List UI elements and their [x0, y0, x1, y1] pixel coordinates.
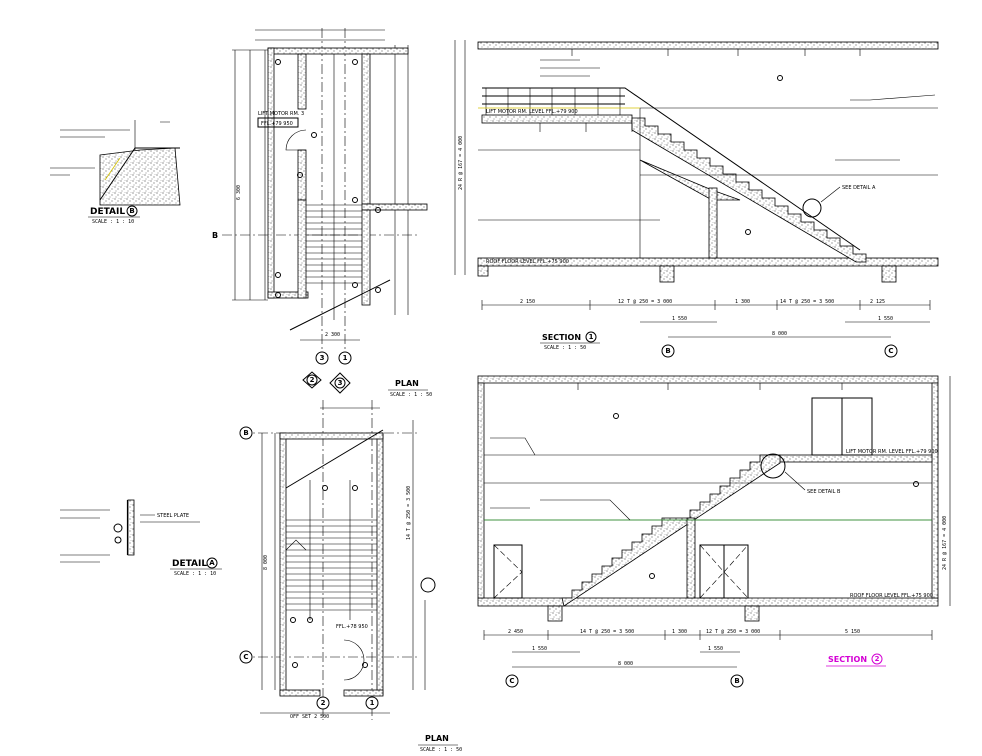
s2-bubble-b [730, 674, 744, 688]
s1-second-0: 1 550 [672, 316, 687, 322]
s1-dimensions: 2 150 12 T @ 250 = 3 000 1 300 14 T @ 25… [481, 299, 931, 338]
plan-bottom-stair-treads [285, 480, 377, 620]
detail-a-bubble [206, 557, 218, 569]
plan-bottom-scale: SCALE : 1 : 50 [420, 747, 462, 753]
plan-ffl-top: FFL.+79 950 [261, 121, 293, 127]
section-1-num: 1 [589, 333, 594, 341]
lift-motor-label-2: LIFT MOTOR RM. LEVEL FFL.+79 900 [846, 449, 938, 455]
s1-total: 8 000 [772, 331, 787, 337]
s2-second-1: 1 550 [708, 646, 723, 652]
s1-second-1: 1 550 [878, 316, 893, 322]
s1-dim-3: 14 T @ 250 = 3 500 [780, 299, 834, 305]
s2-second-0: 1 550 [532, 646, 547, 652]
section-1-title: SECTION [542, 333, 581, 342]
plan-top-bubble-3-text: 3 [320, 354, 325, 362]
detail-b-letter: B [129, 207, 134, 215]
plan-bottom-columns [290, 485, 368, 668]
section-1-scale: SCALE : 1 : 50 [544, 345, 586, 351]
roof-floor-label-2: ROOF FLOOR LEVEL FFL.+75 900 [850, 593, 933, 599]
s1-dim-0: 2 150 [520, 299, 535, 305]
s1-bubble-b [661, 344, 675, 358]
stair-width-dim: 2 300 [325, 332, 340, 338]
s1-vertical-dim: 24 R @ 167 = 4 000 [458, 136, 464, 190]
section-1: SEE DETAIL A ROOF FLOOR LEVEL FFL.+75 90… [454, 40, 939, 358]
plan-top-grid-b: B [212, 231, 218, 240]
plan-ffl-bottom: FFL.+78 950 [336, 624, 368, 630]
detail-b: DETAIL B SCALE : 1 : 10 [50, 120, 181, 225]
s2-dim-3: 12 T @ 250 = 3 000 [706, 629, 760, 635]
door-left [493, 544, 523, 599]
plan-top-scale: SCALE : 1 : 50 [390, 392, 432, 398]
detail-b-bubble [126, 205, 138, 217]
section-marker-3 [334, 377, 346, 389]
plan-bottom-bubble-2 [316, 696, 330, 710]
detail-a-letter: A [209, 559, 215, 567]
section-marker-2 [306, 374, 318, 386]
s2-dim-0: 2 450 [508, 629, 523, 635]
detail-a: STEEL PLATE DETAIL A SCALE : 1 : 10 [60, 499, 222, 577]
s1-dim-2: 1 300 [735, 299, 750, 305]
detail-a-scale: SCALE : 1 : 10 [174, 571, 216, 577]
plan-top: LIFT MOTOR RM. 3 FFL.+79 950 2 300 B [212, 28, 432, 398]
plan-bottom-title: PLAN [425, 734, 449, 743]
steel-plate-note: STEEL PLATE [157, 513, 189, 519]
s2-total: 8 000 [618, 661, 633, 667]
s2-dim-1: 14 T @ 250 = 3 500 [580, 629, 634, 635]
plan-bottom-total: 8 000 [263, 555, 269, 570]
s2-dimensions: 2 450 14 T @ 250 = 3 500 1 300 12 T @ 25… [483, 629, 933, 668]
s1-dim-1: 12 T @ 250 = 3 000 [618, 299, 672, 305]
plan-bottom-bubble-c-text: C [243, 653, 248, 661]
plan-bottom-bubble-2-text: 2 [321, 699, 326, 707]
plan-bottom-bubble-b-text: B [243, 429, 248, 437]
plan-top-stair-treads [306, 54, 362, 320]
s2-bubble-c [505, 674, 519, 688]
section-2-title: SECTION [828, 655, 867, 664]
s2-bubble-b-text: B [734, 677, 739, 685]
s2-dim-4: 5 150 [845, 629, 860, 635]
plan-top-title: PLAN [395, 379, 419, 388]
plan-bottom-bubble-c [239, 650, 253, 664]
section-2-bubble [871, 653, 883, 665]
s1-bubble-c-text: C [888, 347, 893, 355]
plan-bottom: FFL.+78 950 B C 2 1 OFF SET 2 500 14 T @… [239, 400, 462, 753]
plan-bottom-bubble-1 [365, 696, 379, 710]
see-detail-a-note: SEE DETAIL A [842, 185, 876, 191]
section-marker-3-text: 3 [338, 379, 343, 387]
plan-bottom-bubble-b [239, 426, 253, 440]
s1-bubble-c [884, 344, 898, 358]
s1-bubble-b-text: B [665, 347, 670, 355]
off-set-note: OFF SET 2 500 [290, 714, 329, 720]
plan-top-columns [275, 59, 381, 298]
plan-top-bubble-3 [315, 351, 329, 365]
s2-vertical-dim: 24 R @ 167 = 4 000 [942, 516, 948, 570]
section-2-num: 2 [875, 655, 880, 663]
roof-floor-label-1: ROOF FLOOR LEVEL FFL.+75 900 [486, 259, 569, 265]
plan-bottom-symbol [420, 577, 436, 593]
section-1-bubble [585, 331, 597, 343]
lift-room-label: LIFT MOTOR RM. 3 [258, 111, 304, 117]
lift-motor-label-1: LIFT MOTOR RM. LEVEL FFL.+79 900 [486, 109, 578, 115]
s1-dim-4: 2 125 [870, 299, 885, 305]
see-detail-b-note: SEE DETAIL B [807, 489, 841, 495]
s2-bubble-c-text: C [509, 677, 514, 685]
detail-b-title: DETAIL [90, 207, 125, 217]
section-marker-2-text: 2 [310, 376, 315, 384]
plan-vertical-dim: 14 T @ 250 = 3 500 [406, 486, 412, 540]
detail-a-title: DETAIL [172, 559, 207, 569]
s2-dim-2: 1 300 [672, 629, 687, 635]
detail-b-scale: SCALE : 1 : 10 [92, 219, 134, 225]
plan-top-bubble-1 [338, 351, 352, 365]
plan-bottom-bubble-1-text: 1 [370, 699, 375, 707]
section-2: SEE DETAIL B ROOF FLOOR LEVEL FFL.+75 90… [477, 375, 951, 688]
plan-top-bubble-1-text: 1 [343, 354, 348, 362]
plan-top-total: 6 300 [236, 185, 242, 200]
